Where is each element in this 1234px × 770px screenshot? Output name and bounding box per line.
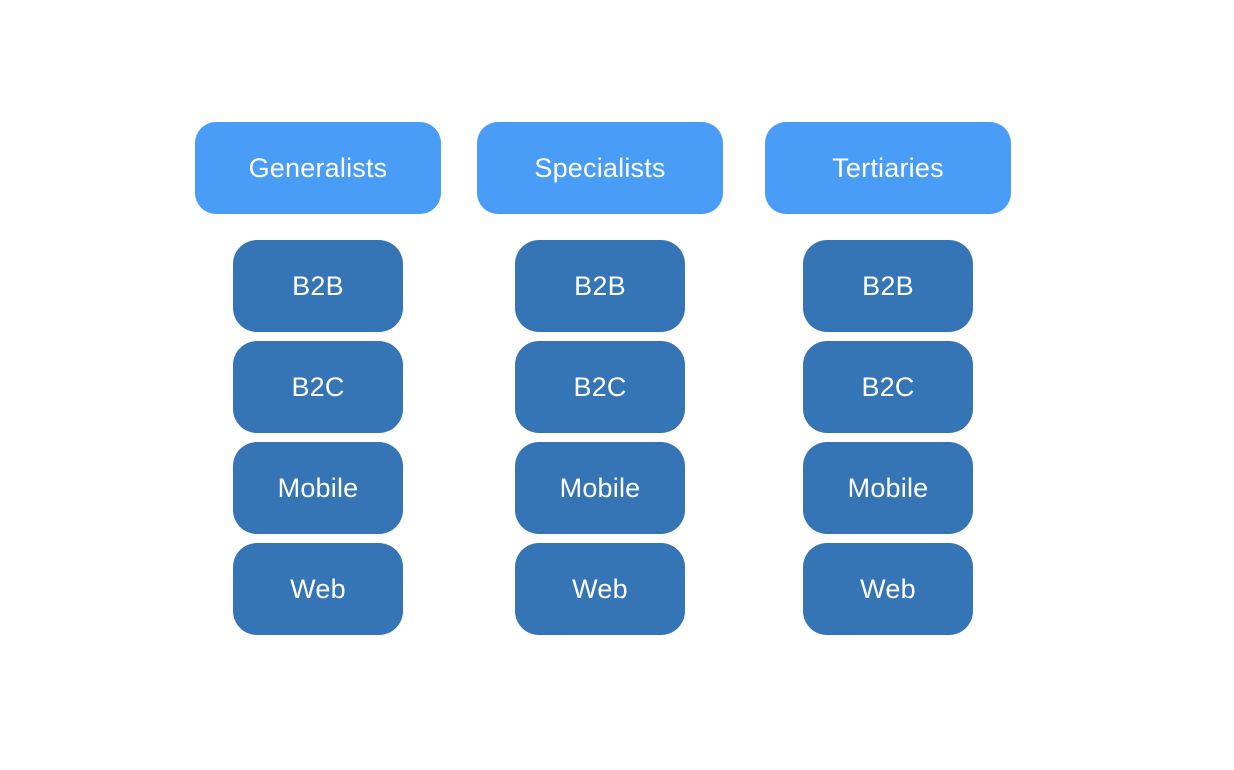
column-items: B2B B2C Mobile Web: [233, 240, 403, 635]
node-label: Mobile: [847, 472, 929, 503]
node-label: B2B: [862, 270, 914, 301]
column-specialists: Specialists B2B B2C Mobile Web: [477, 122, 723, 635]
header-label: Generalists: [248, 152, 388, 183]
node-specialists-b2b: B2B: [515, 240, 685, 332]
node-generalists-web: Web: [233, 543, 403, 635]
node-label: Mobile: [277, 472, 359, 503]
node-specialists-mobile: Mobile: [515, 442, 685, 534]
node-label: Mobile: [559, 472, 641, 503]
header-node-specialists: Specialists: [477, 122, 723, 214]
header-label: Tertiaries: [832, 152, 944, 183]
node-generalists-b2b: B2B: [233, 240, 403, 332]
column-generalists: Generalists B2B B2C Mobile Web: [195, 122, 441, 635]
node-label: B2C: [291, 371, 345, 402]
node-tertiaries-b2c: B2C: [803, 341, 973, 433]
node-generalists-b2c: B2C: [233, 341, 403, 433]
node-tertiaries-mobile: Mobile: [803, 442, 973, 534]
node-label: Web: [290, 573, 346, 604]
header-node-generalists: Generalists: [195, 122, 441, 214]
node-specialists-b2c: B2C: [515, 341, 685, 433]
node-tertiaries-b2b: B2B: [803, 240, 973, 332]
column-tertiaries: Tertiaries B2B B2C Mobile Web: [765, 122, 1011, 635]
node-label: B2B: [574, 270, 626, 301]
node-label: B2C: [861, 371, 915, 402]
column-items: B2B B2C Mobile Web: [803, 240, 973, 635]
node-generalists-mobile: Mobile: [233, 442, 403, 534]
header-label: Specialists: [534, 152, 666, 183]
column-items: B2B B2C Mobile Web: [515, 240, 685, 635]
node-label: B2B: [292, 270, 344, 301]
node-specialists-web: Web: [515, 543, 685, 635]
node-label: Web: [572, 573, 628, 604]
node-label: B2C: [573, 371, 627, 402]
header-node-tertiaries: Tertiaries: [765, 122, 1011, 214]
node-label: Web: [860, 573, 916, 604]
node-tertiaries-web: Web: [803, 543, 973, 635]
